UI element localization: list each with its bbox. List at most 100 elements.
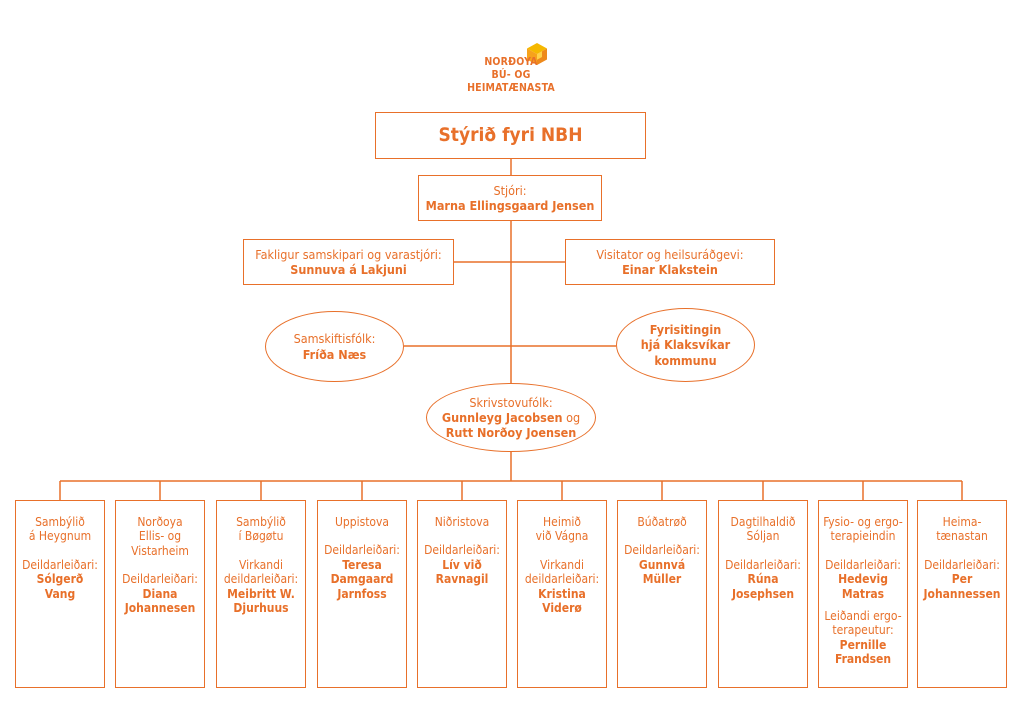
department-name-line: Sambýlið bbox=[35, 515, 85, 529]
department-name-line: á Heygnum bbox=[28, 529, 92, 544]
department-leader-label: Deildarleiðari: bbox=[825, 557, 901, 572]
department-name-line: Heimið bbox=[543, 515, 581, 529]
department-leader-label: Deildarleiðari: bbox=[424, 543, 500, 558]
department-name: Heima-tænastan bbox=[918, 515, 1006, 544]
department-leader-name: Viderø bbox=[542, 600, 582, 615]
visitator-name: Einar Klakstein bbox=[622, 262, 718, 277]
department-leader-name: Damgaard bbox=[330, 572, 394, 587]
department-leader-name: Jarnfoss bbox=[337, 586, 387, 601]
department-leader-name: Matras bbox=[841, 586, 885, 601]
department-name-line: Sambýlið bbox=[236, 515, 286, 529]
director-name: Marna Ellingsgaard Jensen bbox=[425, 198, 595, 213]
director-label: Stjóri: bbox=[493, 182, 527, 198]
office-name2: Rutt Norðoy Joensen bbox=[445, 425, 577, 441]
department-extra-label: terapeutur: bbox=[832, 623, 894, 638]
department-leader-name: Lív við bbox=[442, 557, 482, 572]
department-name-line: terapieindin bbox=[830, 529, 896, 544]
department-extra-name: Frandsen bbox=[834, 652, 892, 667]
municipality-line2: hjá Klaksvíkar bbox=[640, 337, 731, 353]
department-name: Niðristova bbox=[418, 515, 506, 529]
department-name-line: Uppistova bbox=[334, 515, 390, 529]
department-name-line: Fysio- og ergo- bbox=[823, 515, 903, 529]
department-leader-name: Ravnagil bbox=[435, 572, 489, 587]
office-ellipse: Skrivstovufólk: Gunnleyg Jacobsen og Rut… bbox=[426, 383, 596, 452]
department-name-line: við Vágna bbox=[535, 529, 589, 544]
board-box: Stýrið fyri NBH bbox=[375, 112, 646, 159]
department-name-line: Dagtilhaldið bbox=[730, 515, 796, 529]
director-box: Stjóri: Marna Ellingsgaard Jensen bbox=[418, 175, 602, 221]
deputy-box: Fakligur samskipari og varastjóri: Sunnu… bbox=[243, 239, 454, 285]
department-leader-name: Kristina bbox=[538, 586, 586, 601]
municipality-ellipse: Fyrisitingin hjá Klaksvíkar kommunu bbox=[616, 308, 755, 382]
office-connector: og bbox=[566, 409, 581, 425]
department-leader-label: Deildarleiðari: bbox=[122, 572, 198, 587]
board-title: Stýrið fyri NBH bbox=[438, 123, 583, 146]
department-name-line: Búðatrøð bbox=[637, 515, 687, 529]
department-leader-label: Deildarleiðari: bbox=[725, 557, 801, 572]
department-leader-name: Per bbox=[951, 572, 973, 587]
department-leader-name: Djurhuus bbox=[233, 600, 289, 615]
communication-name: Fríða Næs bbox=[302, 346, 367, 362]
department-name-line: Ellis- og bbox=[138, 529, 182, 544]
department-leader-name: Diana bbox=[142, 586, 178, 601]
department-leader-name: Johannessen bbox=[923, 586, 1001, 601]
department-leader-name: Gunnvá bbox=[638, 557, 686, 572]
department-leader-label: Deildarleiðari: bbox=[324, 543, 400, 558]
department-leader-name: Rúna bbox=[747, 572, 779, 587]
department-name-line: Niðristova bbox=[434, 515, 490, 529]
department-name-line: Sóljan bbox=[746, 529, 780, 544]
department-leader-name: Müller bbox=[642, 572, 682, 587]
department-leader-name: Josephsen bbox=[731, 586, 795, 601]
department-leader-name: Sólgerð bbox=[36, 572, 84, 587]
logo-line2: BÚ- OG HEIMATÆNASTA bbox=[467, 69, 555, 95]
department-leader-label: Deildarleiðari: bbox=[22, 557, 98, 572]
logo-line1: NORÐOYA bbox=[484, 56, 538, 68]
department-name-line: tænastan bbox=[936, 529, 988, 544]
department-name: Uppistova bbox=[318, 515, 406, 529]
department-leader-name: Vang bbox=[44, 586, 76, 601]
visitator-box: Visitator og heilsuráðgevi: Einar Klakst… bbox=[565, 239, 775, 285]
municipality-line3: kommunu bbox=[654, 352, 717, 368]
department-leader-name: Johannesen bbox=[124, 600, 196, 615]
communication-label: Samskiftisfólk: bbox=[293, 331, 376, 347]
cube-logo-icon bbox=[527, 43, 547, 65]
department-extra-label: Leiðandi ergo- bbox=[824, 608, 902, 623]
communication-ellipse: Samskiftisfólk: Fríða Næs bbox=[265, 311, 404, 382]
municipality-line1: Fyrisitingin bbox=[649, 322, 722, 338]
deputy-name: Sunnuva á Lakjuni bbox=[290, 262, 407, 277]
logo: NORÐOYA BÚ- OG HEIMATÆNASTA bbox=[446, 42, 576, 94]
department-extra-name: Pernille bbox=[839, 637, 887, 652]
department-leader-name: Meibritt W. bbox=[227, 586, 295, 601]
visitator-label: Visitator og heilsuráðgevi: bbox=[596, 246, 744, 262]
department-leader-name: Teresa bbox=[342, 557, 382, 572]
department-name-line: í Bøgøtu bbox=[238, 529, 284, 544]
department-name: Búðatrøð bbox=[618, 515, 706, 529]
office-label: Skrivstovufólk: bbox=[469, 394, 553, 410]
department-leader-label: Deildarleiðari: bbox=[624, 543, 700, 558]
department-leader-label: Deildarleiðari: bbox=[924, 557, 1000, 572]
department-leader-label: Virkandi bbox=[540, 557, 584, 572]
department-leader-label: deildarleiðari: bbox=[223, 572, 299, 587]
office-name1: Gunnleyg Jacobsen bbox=[441, 409, 563, 425]
department-name-line: Vistarheim bbox=[131, 543, 189, 558]
department-name: Fysio- og ergo-terapieindin bbox=[819, 515, 907, 544]
department-name-line: Norðoya bbox=[137, 515, 183, 529]
department-leader-label: Virkandi bbox=[239, 557, 283, 572]
